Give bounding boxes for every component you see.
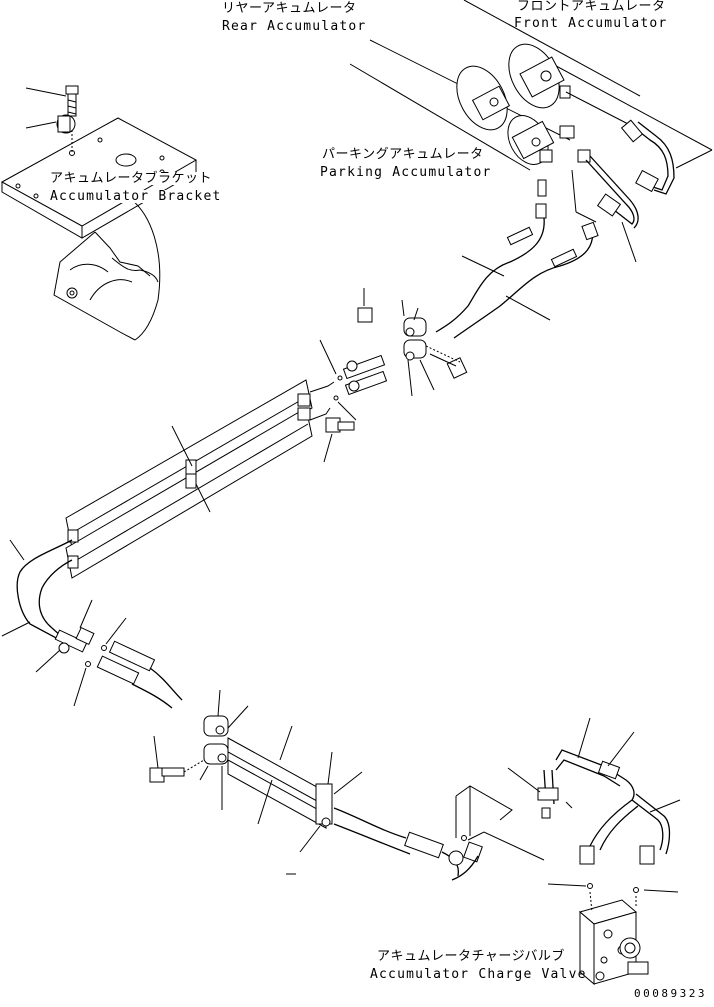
upper-fittings bbox=[319, 339, 388, 463]
charge-valve bbox=[578, 891, 649, 986]
upper-clamp bbox=[357, 288, 468, 397]
lower-clamp bbox=[149, 689, 249, 810]
parking-accumulator-en-label: Parking Accumulator bbox=[320, 165, 492, 180]
front-accumulator bbox=[463, 0, 713, 151]
long-tubes bbox=[1, 379, 335, 645]
charge-valve-en-label: Accumulator Charge Valve bbox=[370, 967, 587, 982]
charge-valve-jp-label: アキュムレータチャージバルブ bbox=[377, 949, 565, 964]
drawing-code: 00089323 bbox=[634, 987, 707, 1000]
rear-accumulator-jp-label: リヤーアキュムレータ bbox=[222, 1, 357, 16]
accumulator-bracket-en-label: Accumulator Bracket bbox=[50, 189, 222, 204]
bracket-bolt bbox=[25, 85, 79, 152]
parking-accumulator bbox=[507, 115, 591, 165]
parking-tube bbox=[571, 155, 639, 263]
rear-accumulator bbox=[349, 39, 571, 171]
valve-tubes bbox=[455, 717, 681, 893]
front-accumulator-en-label: Front Accumulator bbox=[514, 16, 668, 31]
lower-tubes bbox=[227, 725, 483, 881]
front-accumulator-jp-label: フロントアキュムレータ bbox=[517, 0, 666, 14]
front-accumulator-tube bbox=[620, 119, 713, 195]
parking-accumulator-jp-label: パーキングアキュムレータ bbox=[322, 147, 484, 162]
rear-accumulator-en-label: Rear Accumulator bbox=[222, 19, 367, 34]
accumulator-bracket-jp-label: アキュムレータブラケット bbox=[50, 171, 213, 186]
upper-hoses bbox=[435, 179, 599, 339]
accumulator-bracket bbox=[0, 117, 198, 341]
lower-left-fittings bbox=[35, 599, 183, 709]
